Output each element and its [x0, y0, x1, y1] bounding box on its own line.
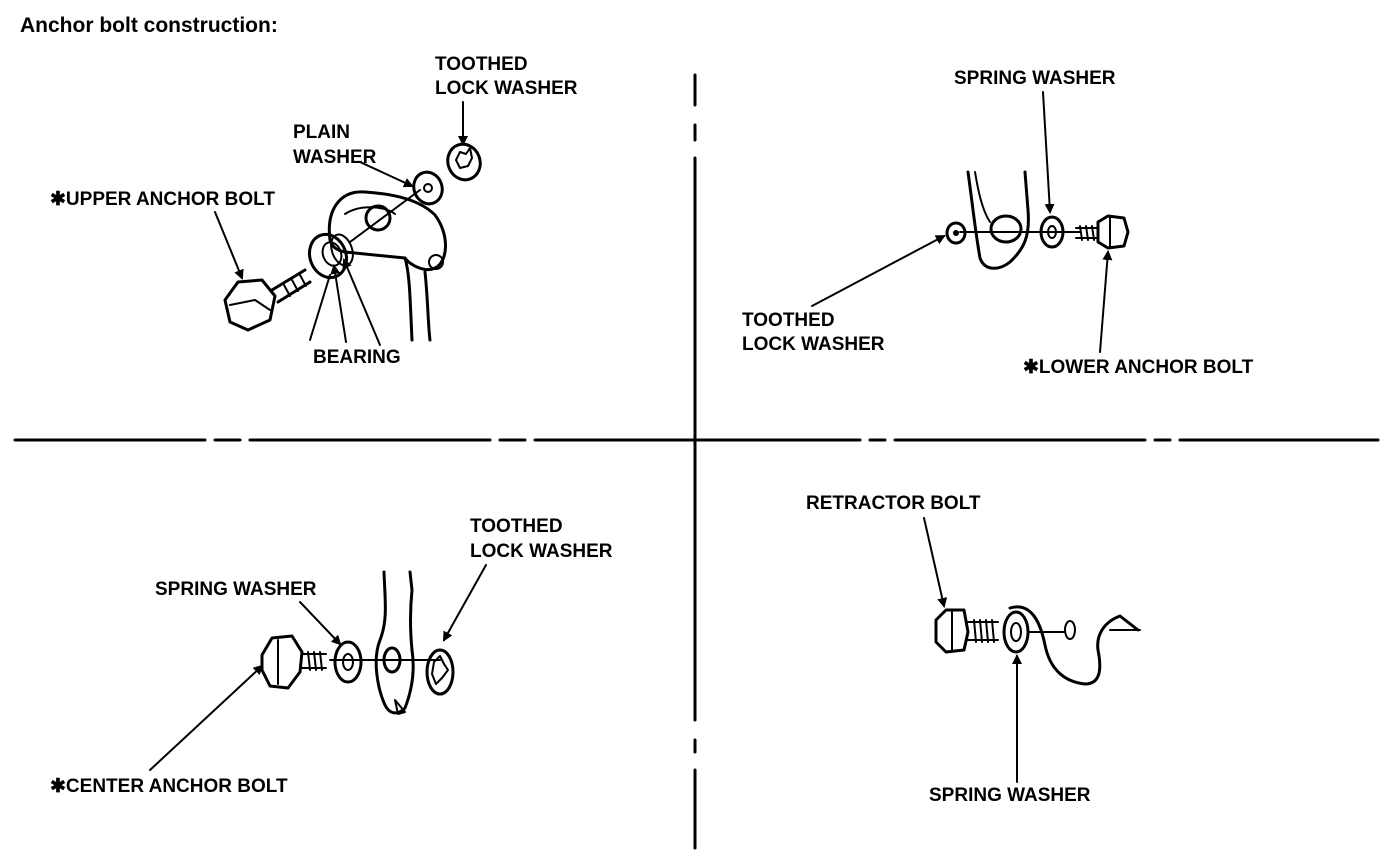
label-upper-anchor-bolt: ✱UPPER ANCHOR BOLT — [50, 189, 275, 210]
center-bolt-head — [260, 634, 304, 690]
lower-anchor-bracket — [966, 170, 1030, 270]
label-retractor-spring-washer: SPRING WASHER — [929, 785, 1091, 806]
label-center-spring-washer: SPRING WASHER — [155, 579, 317, 600]
center-anchor-assembly — [149, 564, 487, 771]
label-lower-spring-washer: SPRING WASHER — [954, 68, 1116, 89]
upper-webbing — [403, 256, 432, 342]
center-anchor-plate — [374, 570, 415, 715]
retractor-body — [1008, 605, 1140, 686]
label-plain-washer-2: WASHER — [293, 147, 377, 168]
label-bearing: BEARING — [313, 347, 401, 368]
diagram-title: Anchor bolt construction: — [20, 14, 278, 37]
label-upper-toothed-lock-washer-1: TOOTHED — [435, 54, 528, 75]
lower-anchor-assembly — [811, 91, 1130, 353]
center-spring-washer — [333, 640, 363, 684]
label-retractor-bolt: RETRACTOR BOLT — [806, 493, 981, 514]
label-center-toothed-lock-washer-2: LOCK WASHER — [470, 541, 613, 562]
label-center-anchor-bolt: ✱CENTER ANCHOR BOLT — [50, 776, 288, 797]
lower-toothed-washer — [945, 221, 967, 245]
upper-bolt-head — [223, 278, 277, 332]
label-center-toothed-lock-washer-1: TOOTHED — [470, 516, 563, 537]
center-toothed-washer — [425, 648, 455, 696]
plain-washer — [412, 170, 444, 206]
label-upper-toothed-lock-washer-2: LOCK WASHER — [435, 78, 578, 99]
retractor-assembly — [923, 517, 1141, 783]
retractor-bolt-head — [934, 608, 970, 654]
lower-spring-washer — [1039, 215, 1065, 249]
label-plain-washer-1: PLAIN — [293, 122, 350, 143]
upper-anchor-assembly — [214, 101, 482, 346]
label-lower-toothed-lock-washer-2: LOCK WASHER — [742, 334, 885, 355]
upper-toothed-washer — [446, 142, 482, 182]
label-lower-toothed-lock-washer-1: TOOTHED — [742, 310, 835, 331]
lower-bolt-head — [1096, 214, 1130, 250]
label-lower-anchor-bolt: ✱LOWER ANCHOR BOLT — [1023, 357, 1254, 378]
retractor-spring-washer — [1002, 610, 1030, 654]
